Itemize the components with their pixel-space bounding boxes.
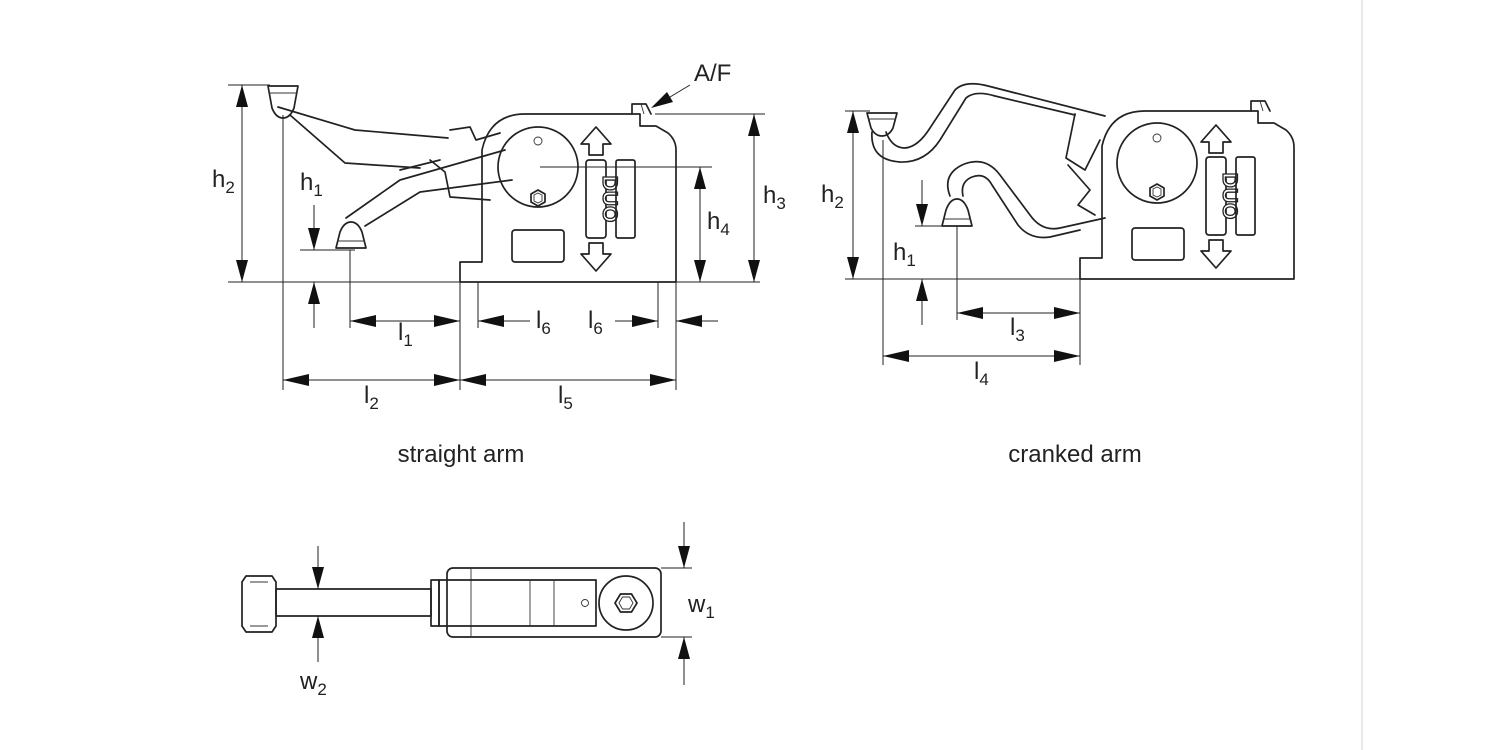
top-arm-collar <box>430 579 440 627</box>
straight-arm-view: DUO <box>212 60 786 468</box>
straight-down-arrow-icon <box>580 242 612 272</box>
straight-h4-label: h4 <box>707 208 730 239</box>
straight-slot <box>615 159 636 239</box>
straight-up-arrow-icon <box>580 126 612 156</box>
straight-lower-arm <box>345 149 506 219</box>
cranked-hex-screw <box>1149 183 1165 201</box>
cranked-pivot-disc <box>1116 122 1198 204</box>
cranked-h2-label: h2 <box>821 181 844 212</box>
straight-upper-pad <box>267 85 299 119</box>
cranked-lower-arm <box>946 160 1106 230</box>
top-arm-bar <box>275 588 432 617</box>
top-view: w1 w2 <box>241 522 715 699</box>
top-w1-label: w1 <box>687 591 715 622</box>
straight-lower-pad <box>335 221 367 249</box>
cranked-arm-caption: cranked arm <box>1008 441 1141 468</box>
cranked-label-plate <box>1131 227 1185 261</box>
straight-clamp-body <box>459 113 677 283</box>
cranked-down-arrow-icon <box>1200 239 1232 269</box>
cranked-clamp-body <box>1079 110 1295 280</box>
straight-logo-frame <box>585 159 607 239</box>
straight-l1-label: l1 <box>398 319 413 350</box>
cranked-arm-view: DUO <box>821 82 1295 468</box>
straight-duo-logo: DUO <box>598 176 621 223</box>
straight-h1-label: h1 <box>300 169 323 200</box>
cranked-l4-label: l4 <box>974 358 989 389</box>
straight-l6-label-left: l6 <box>536 307 551 338</box>
top-hex-screw <box>614 593 638 613</box>
cranked-upper-pad <box>866 112 898 137</box>
cranked-up-arrow-icon <box>1200 124 1232 154</box>
top-pad <box>241 575 277 633</box>
straight-label-plate <box>511 229 565 263</box>
straight-l6-label-right: l6 <box>588 307 603 338</box>
top-pivot-disc <box>598 575 654 631</box>
straight-pin-hole <box>533 136 543 146</box>
cranked-h1-label: h1 <box>893 239 916 270</box>
top-clamp-body <box>446 567 662 638</box>
cranked-lower-pad <box>941 198 973 227</box>
straight-h3-label: h3 <box>763 182 786 213</box>
straight-upper-arm <box>277 106 449 139</box>
straight-hex-screw <box>530 189 546 207</box>
top-w2-label: w2 <box>299 668 327 699</box>
straight-arm-caption: straight arm <box>398 441 525 468</box>
top-slide <box>438 579 597 627</box>
cranked-af-nut <box>1250 100 1271 112</box>
cranked-logo-frame <box>1205 156 1227 236</box>
af-label: A/F <box>694 60 731 87</box>
straight-af-nut <box>631 103 652 115</box>
cranked-slot <box>1235 156 1256 236</box>
straight-l2-label: l2 <box>364 382 379 413</box>
straight-l5-label: l5 <box>558 382 573 413</box>
cranked-pin-hole <box>1152 133 1162 143</box>
cranked-duo-logo: DUO <box>1218 173 1241 220</box>
cranked-upper-arm <box>871 92 1076 163</box>
top-pin-hole <box>581 599 589 607</box>
straight-h2-label: h2 <box>212 166 235 197</box>
cranked-l3-label: l3 <box>1010 314 1025 345</box>
